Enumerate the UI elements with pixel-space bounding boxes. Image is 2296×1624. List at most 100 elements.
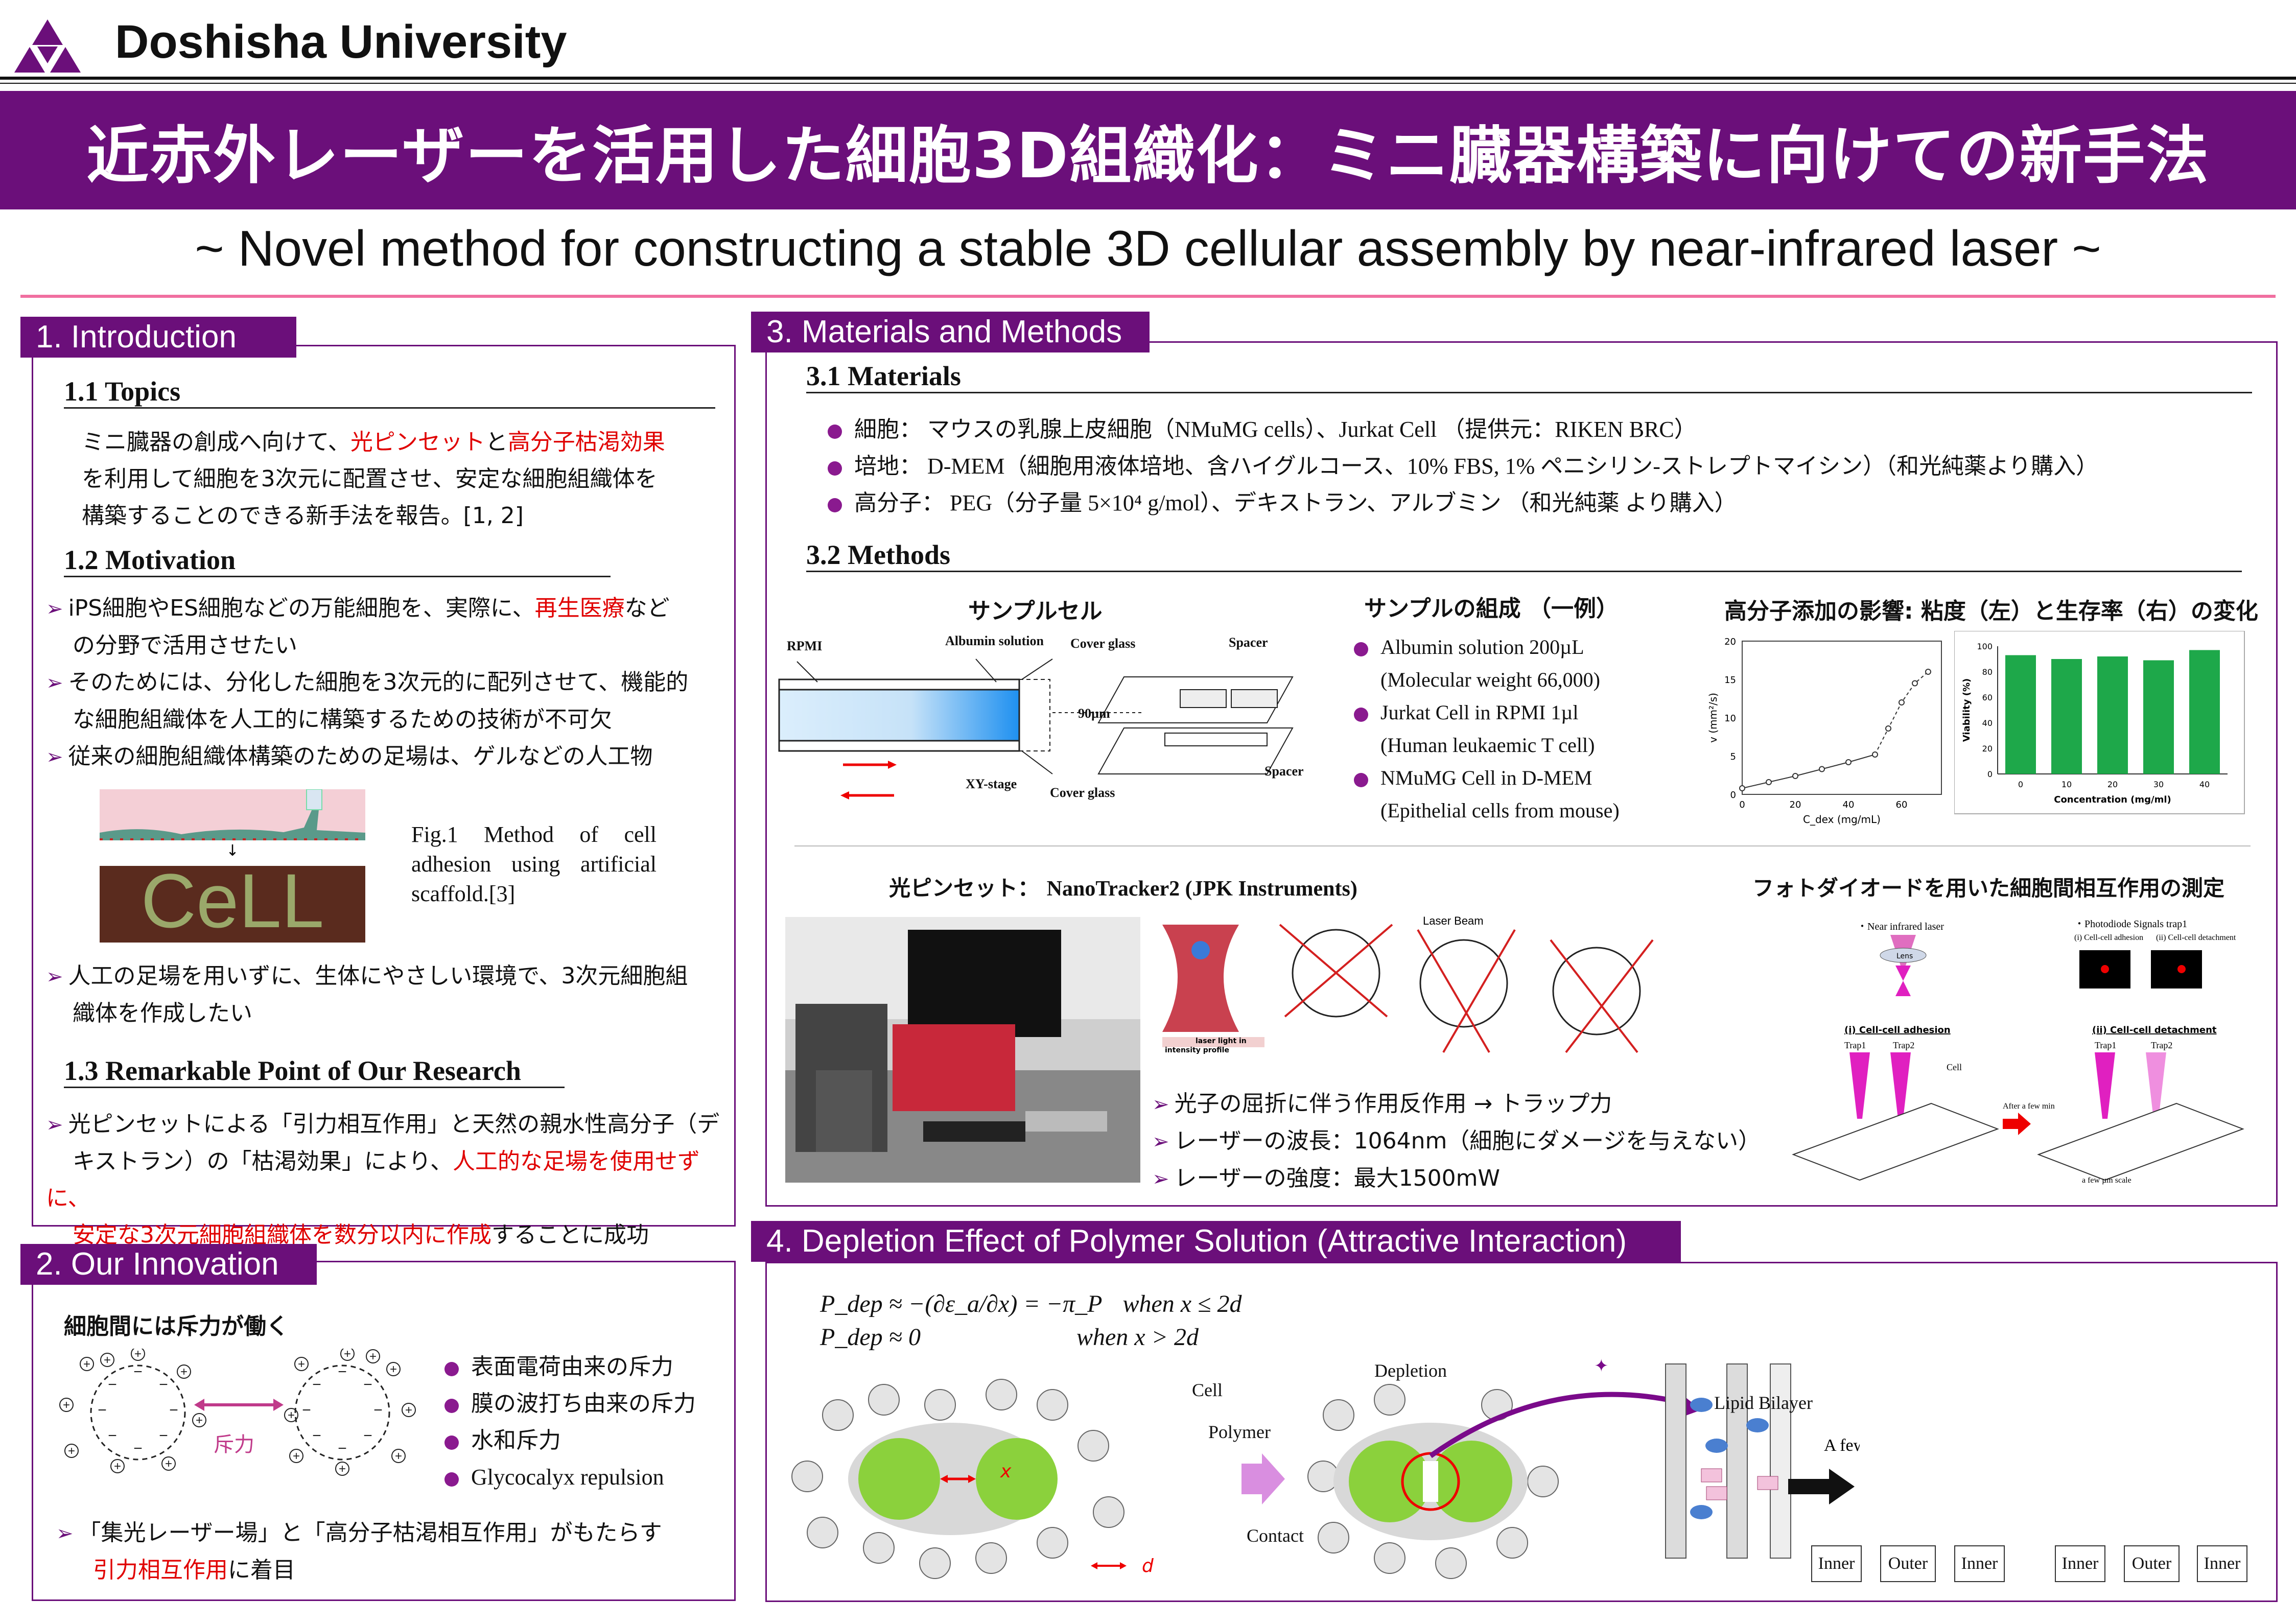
- repulsion-item-2: 膜の波打ち由来の斥力: [471, 1391, 696, 1416]
- comp-a: Jurkat Cell in RPMI 1µl: [1380, 701, 1579, 724]
- comp-a: NMuMG Cell in D-MEM: [1380, 766, 1592, 789]
- pd-h2: (ii) Cell-cell detachment: [2092, 1025, 2217, 1035]
- composition-item: Albumin solution 200µL(Molecular weight …: [1354, 631, 1686, 696]
- m1b: など: [624, 595, 670, 621]
- material-value: PEG（分子量 5×10⁴ g/mol）、デキストラン、アルブミン （和光純薬 …: [950, 490, 1737, 515]
- laser-beam-label: Laser Beam: [1423, 914, 1484, 927]
- m2a: そのためには、分化した細胞を3次元的に配列させて、機能的: [68, 669, 689, 695]
- tweezer-title: 光ピンセット： NanoTracker2 (JPK Instruments): [889, 871, 1357, 902]
- svg-text:−: −: [363, 1376, 372, 1393]
- subtitle-rule: [20, 295, 2276, 298]
- university-name: Doshisha University: [115, 16, 567, 68]
- tweezer-note-2: レーザーの波長：1064nm（細胞にダメージを与えない）: [1174, 1128, 1761, 1154]
- io-box: Inner: [1811, 1545, 1862, 1582]
- svg-text:−: −: [338, 1363, 347, 1380]
- pd-cell: Cell: [1947, 1062, 1962, 1072]
- m2b: な細胞組織体を人工的に構築するための技術が不可欠: [73, 707, 612, 733]
- svg-text:−: −: [312, 1427, 321, 1444]
- via-ytick: 60: [1982, 693, 1993, 702]
- methods-heading: 3.2 Methods: [806, 539, 2242, 572]
- label-spacer2: Spacer: [1264, 764, 1304, 779]
- via-xtick: 40: [2199, 780, 2210, 789]
- visc-xtick: 0: [1739, 799, 1745, 810]
- via-bar: [2189, 650, 2220, 774]
- via-xlabel: Concentration (mg/ml): [2054, 794, 2171, 805]
- visc-point: [1739, 785, 1745, 791]
- tweezer-label: 光ピンセット：: [889, 876, 1040, 901]
- intro-box: [32, 345, 736, 1227]
- svg-text:−: −: [169, 1402, 178, 1419]
- via-xtick: 20: [2107, 780, 2118, 789]
- effect-title: 高分子添加の影響: 粘度（左）と生存率（右）の変化: [1724, 598, 2258, 624]
- io-box: Inner: [1954, 1545, 2005, 1582]
- label-d: d: [1142, 1556, 1154, 1576]
- composition-title: サンプルの組成 （一例）: [1364, 596, 1619, 622]
- svg-text:−: −: [159, 1427, 168, 1444]
- sample-cell-diagram: [777, 631, 1318, 805]
- pd-s1: (i) Cell-cell adhesion: [2074, 933, 2143, 942]
- repulsion-item: 表面電荷由来の斥力: [444, 1349, 731, 1385]
- topics-heading: 1.1 Topics: [64, 375, 715, 409]
- page-title: 近赤外レーザーを活用した細胞3D組織化：ミニ臓器構築に向けての新手法: [0, 91, 2296, 209]
- svg-text:−: −: [312, 1376, 321, 1393]
- label-cover2: Cover glass: [1050, 785, 1115, 800]
- motivation-text: ➢iPS細胞やES細胞などの万能細胞を、実際に、再生医療など の分野で活用させた…: [46, 595, 689, 769]
- pd-s2: (ii) Cell-cell detachment: [2156, 933, 2236, 942]
- tweezer-note-1: 光子の屈折に伴う作用反作用 → トラップ力: [1174, 1091, 1612, 1117]
- material-value: マウスの乳腺上皮細胞（NMuMG cells）、Jurkat Cell （提供元…: [927, 417, 1697, 442]
- visc-point: [1899, 699, 1905, 705]
- composition-item: Jurkat Cell in RPMI 1µl(Human leukaemic …: [1354, 696, 1686, 762]
- fig1-caption: Fig.1 Method of cell adhesion using arti…: [411, 822, 657, 906]
- m3: 従来の細胞組織体構築のための足場は、ゲルなどの人工物: [68, 743, 653, 769]
- svg-text:+: +: [68, 1444, 75, 1458]
- r2r: 人工的な足場を使用せずに、: [46, 1148, 700, 1211]
- material-key: 培地：: [854, 453, 922, 479]
- photodiode-title: フォトダイオードを用いた細胞間相互作用の測定: [1752, 876, 2225, 901]
- motivation-heading: 1.2 Motivation: [64, 544, 611, 577]
- svg-text:+: +: [180, 1365, 188, 1379]
- repulsion-diagram: −−−−−−−− −−−−−−−− +++++++++ +++++++++: [51, 1347, 429, 1476]
- m4a: 人工の足場を用いずに、生体にやさしい環境で、3次元細胞組: [68, 963, 688, 989]
- pd-trap1b: Trap1: [2095, 1040, 2116, 1050]
- svg-text:+: +: [83, 1357, 90, 1371]
- svg-text:+: +: [134, 1349, 142, 1361]
- label-cell: Cell: [1192, 1380, 1223, 1400]
- remark-text: ➢光ピンセットによる「引力相互作用」と天然の親水性高分子（デ キストラン）の「枯…: [46, 1111, 720, 1248]
- materials-list: 細胞： マウスの乳腺上皮細胞（NMuMG cells）、Jurkat Cell …: [828, 411, 2258, 522]
- innovation-tab: 2. Our Innovation: [20, 1244, 317, 1285]
- page-subtitle: ~ Novel method for constructing a stable…: [195, 220, 2101, 276]
- eq2a: P_dep ≈ 0: [820, 1324, 921, 1351]
- pd-h1: (i) Cell-cell adhesion: [1844, 1025, 1951, 1035]
- via-ylabel: Viability (%): [1961, 678, 1972, 742]
- svg-text:↓: ↓: [226, 842, 239, 860]
- label-spacer: Spacer: [1229, 635, 1268, 650]
- label-contact: Contact: [1247, 1525, 1304, 1546]
- r3r: 安定な3次元細胞組織体を数分以内に作成: [73, 1222, 491, 1248]
- visc-xtick: 60: [1896, 799, 1908, 810]
- r1: 光ピンセットによる「引力相互作用」と天然の親水性高分子（デ: [68, 1111, 720, 1137]
- svg-text:−: −: [108, 1376, 117, 1393]
- repulsion-item-1: 表面電荷由来の斥力: [471, 1354, 673, 1379]
- svg-text:+: +: [298, 1357, 305, 1371]
- pd-trap2b: Trap2: [2151, 1040, 2172, 1050]
- r3b: することに成功: [491, 1222, 649, 1248]
- via-ytick: 0: [1987, 769, 1993, 779]
- topics-t3: を利用して細胞を3次元に配置させ、安定な細胞組織体を: [82, 466, 658, 492]
- comp-a: Albumin solution 200µL: [1380, 636, 1584, 658]
- innovation-note-1: 「集光レーザー場」と「高分子枯渇相互作用」がもたらす: [78, 1520, 662, 1546]
- m1c: の分野で活用させたい: [73, 632, 297, 658]
- topics-text: ミニ臓器の創成へ向けて、光ピンセットと高分子枯渇効果 を利用して細胞を3次元に配…: [82, 424, 720, 534]
- visc-ytick: 10: [1724, 713, 1736, 724]
- svg-text:+: +: [405, 1403, 412, 1417]
- svg-text:+: +: [165, 1457, 172, 1471]
- via-ytick: 100: [1977, 642, 1993, 651]
- svg-text:−: −: [98, 1402, 107, 1419]
- visc-ylabel: v (mm²/s): [1707, 693, 1719, 743]
- svg-text:+: +: [293, 1449, 300, 1463]
- label-depletion: Depletion: [1374, 1360, 1447, 1381]
- topics-t2: と: [485, 429, 508, 455]
- material-item: 培地： D-MEM（細胞用液体培地、含ハイグルコース、10% FBS, 1% ペ…: [828, 448, 2258, 485]
- visc-xtick: 20: [1790, 799, 1801, 810]
